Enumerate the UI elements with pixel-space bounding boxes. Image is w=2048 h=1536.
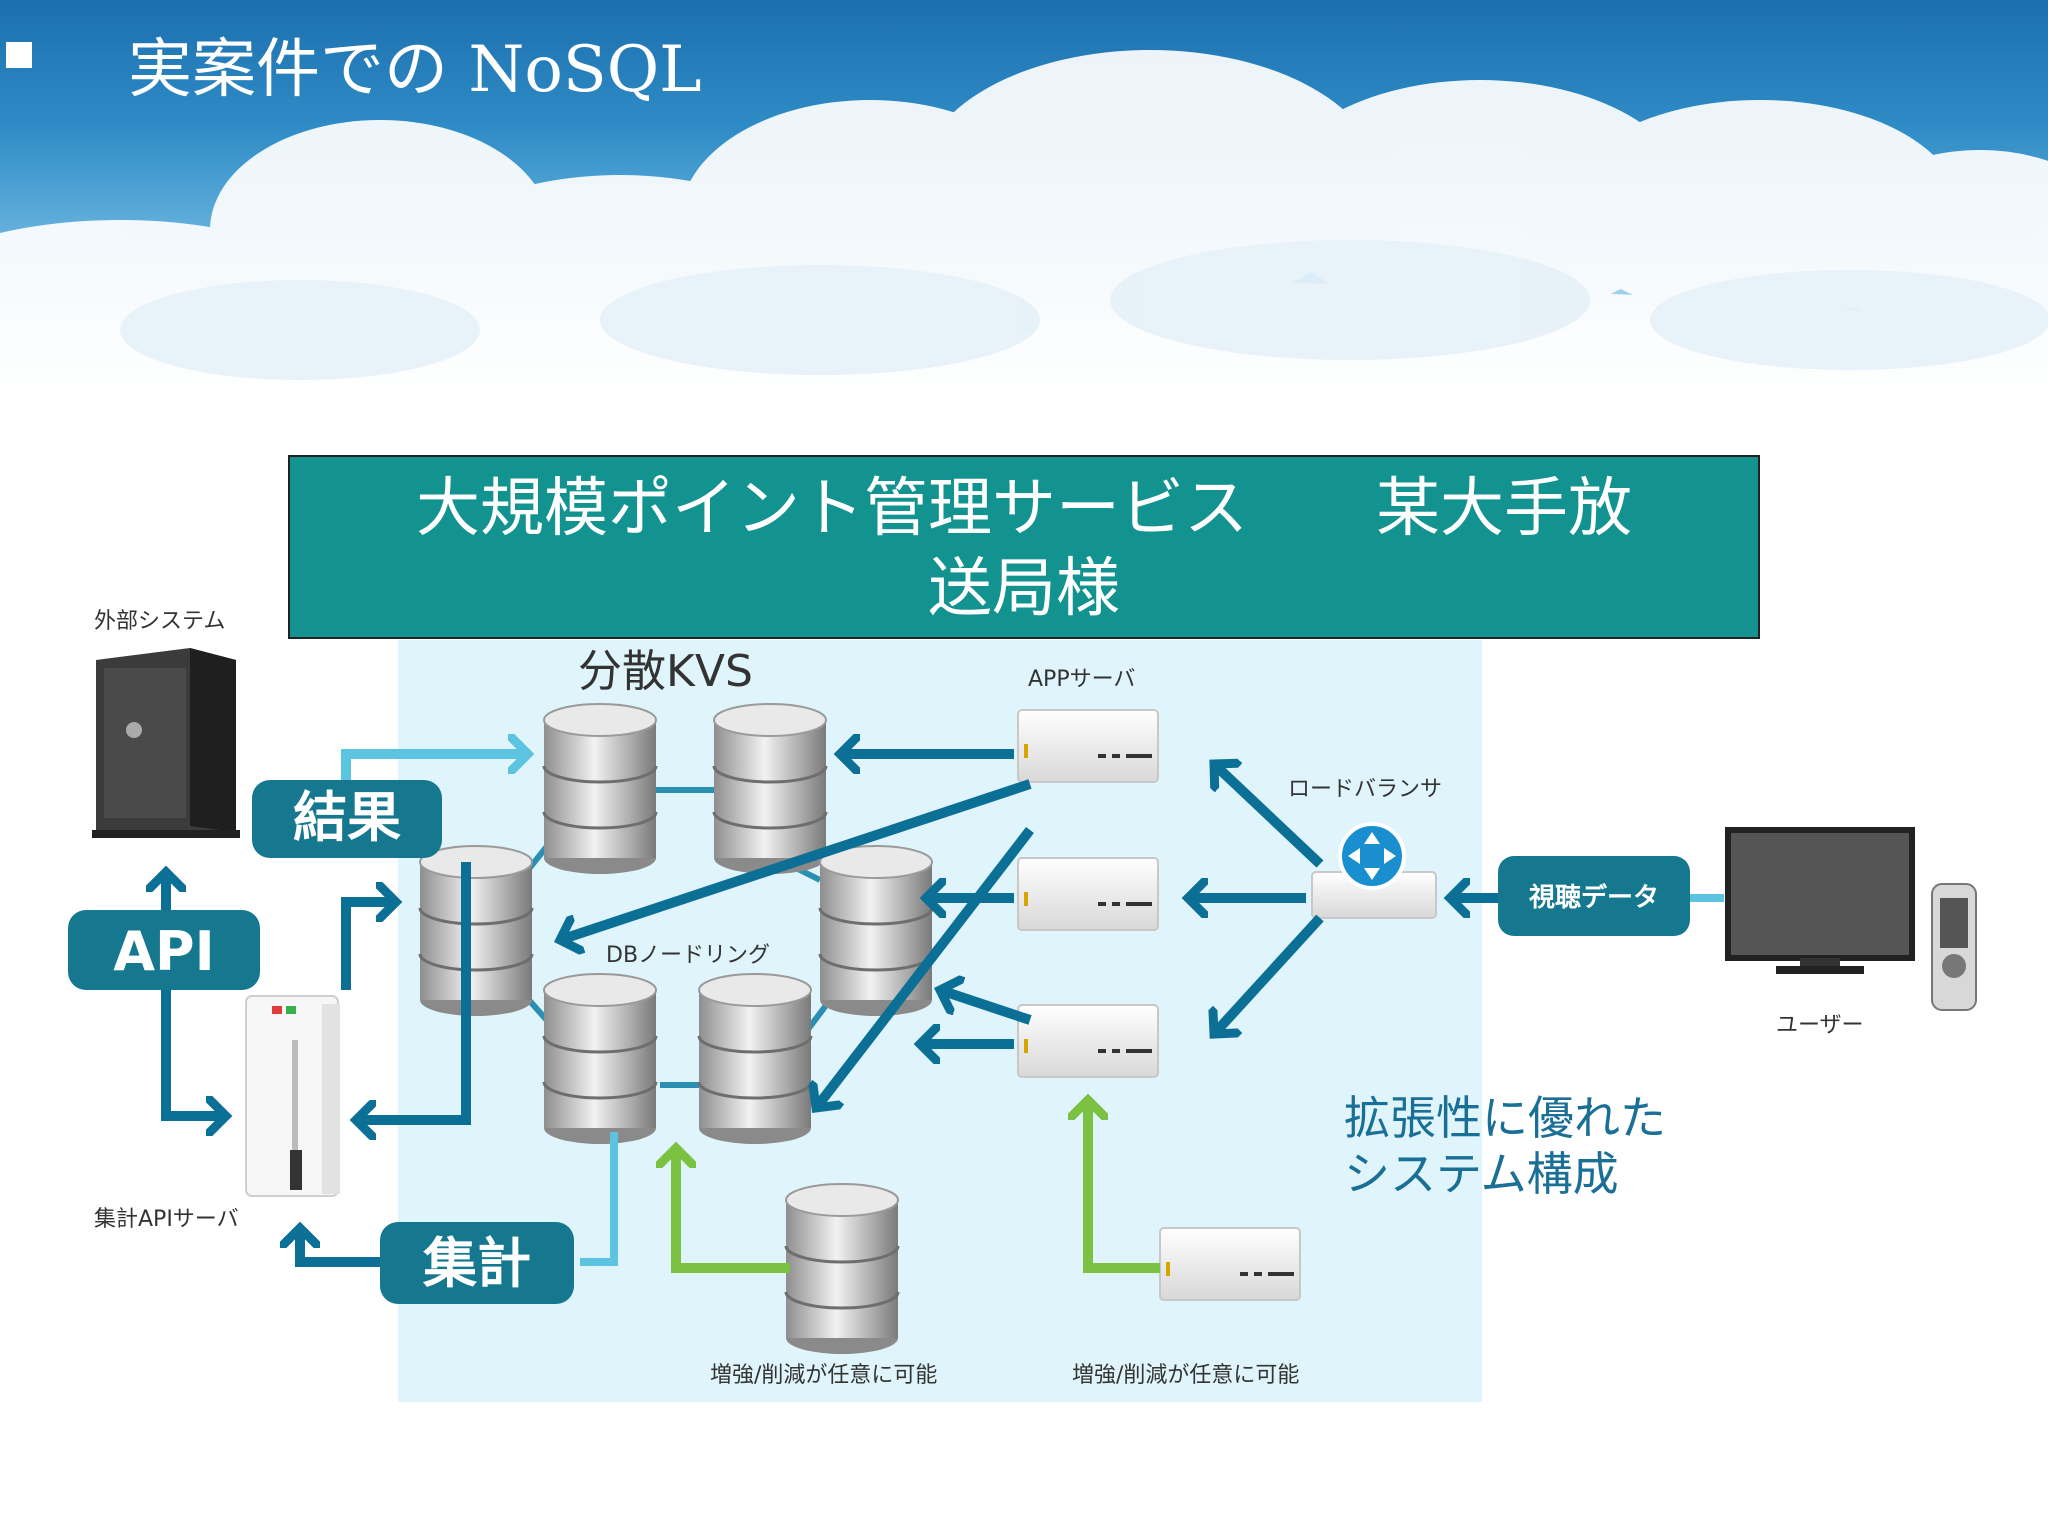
external-system-server-icon [92,648,240,838]
db-node-ring-label: DBノードリング [606,943,770,968]
db-node-5 [542,972,658,1146]
app-server-add [1159,1227,1301,1301]
slide-title: 実案件での NoSQL [128,33,702,107]
viewing-data-badge [1498,856,1690,936]
db-node-2 [712,702,828,876]
db-node-4 [818,844,934,1018]
aggregate-api-server-icon [245,995,340,1197]
db-node-1 [542,702,658,876]
aggregate-label: 集計 [422,1232,531,1295]
cloud-illustration [0,50,2048,430]
db-node-3 [418,844,534,1018]
bullet-square [6,42,32,68]
db-node-add [784,1182,900,1356]
remote-control-icon [1931,883,1977,1011]
aggregate-badge [380,1222,574,1304]
banner-line-2: 送局様 [928,552,1120,626]
api-badge [68,910,260,990]
service-banner: 大規模ポイント管理サービス 某大手放 送局様 [288,455,1760,639]
load-balancer-icon [1311,822,1437,919]
cloud-header: 実案件での NoSQL [0,0,2048,430]
result-badge [252,780,442,858]
kvs-label: 分散KVS [578,646,753,697]
api-label: API [113,920,214,983]
app-server-label: APPサーバ [1028,667,1135,692]
scalable-system-line1: 拡張性に優れた [1344,1091,1666,1145]
db-scale-label: 増強/削減が任意に可能 [710,1363,937,1388]
result-label: 結果 [293,786,401,849]
user-label: ユーザー [1776,1013,1864,1038]
viewing-data-label: 視聴データ [1529,882,1659,913]
load-balancer-label: ロードバランサ [1288,777,1442,802]
app-server-2 [1017,857,1159,931]
banner-line-1: 大規模ポイント管理サービス 某大手放 [416,472,1632,546]
app-scale-label: 増強/削減が任意に可能 [1072,1363,1299,1388]
app-server-1 [1017,709,1159,783]
app-server-3 [1017,1004,1159,1078]
external-system-label: 外部システム [94,609,225,634]
tv-icon [1725,827,1915,974]
db-node-6 [697,972,813,1146]
aggregate-api-server-label: 集計APIサーバ [94,1207,239,1232]
scalable-system-line2: システム構成 [1344,1147,1619,1201]
